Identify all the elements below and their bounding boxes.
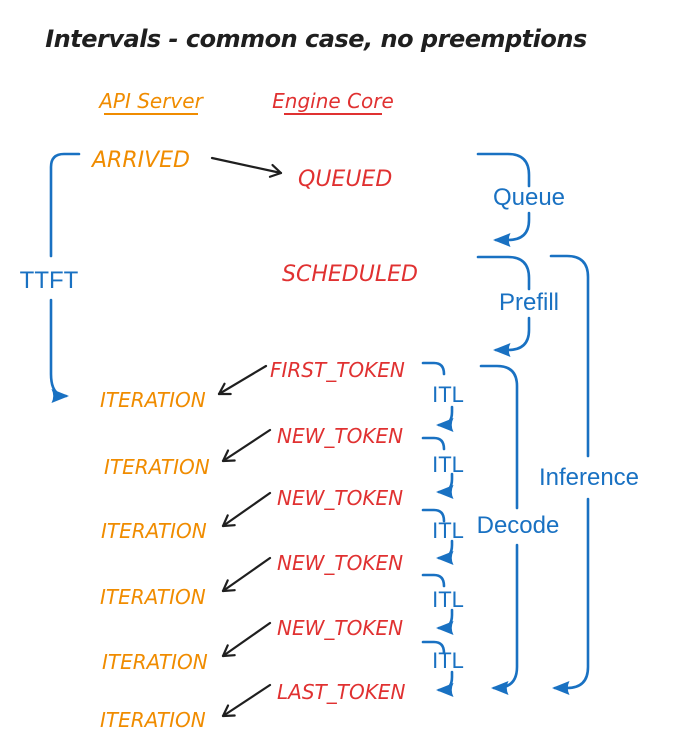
itl-bracket-bottom-5: [436, 670, 454, 697]
diagram-title: Intervals - common case, no preemptions: [45, 25, 587, 53]
event-iteration-5: ITERATION: [102, 650, 208, 674]
event-iteration-3: ITERATION: [101, 519, 207, 543]
queue-interval: Queue: [476, 152, 565, 247]
itl-label-2: ITL: [432, 452, 464, 477]
itl-bracket-bottom-1: [436, 405, 454, 432]
arrow-first-token-to-iteration: [217, 364, 268, 396]
event-new-token-4: NEW_TOKEN: [277, 616, 403, 640]
itl-label-4: ITL: [432, 587, 464, 612]
ttft-interval: TTFT: [20, 152, 81, 403]
black-arrows: [210, 156, 283, 718]
event-scheduled: SCHEDULED: [282, 262, 418, 287]
itl-bracket-bottom-2: [436, 472, 454, 499]
inference-bracket-top: [549, 254, 590, 458]
inference-interval: Inference: [539, 254, 639, 695]
itl-interval-1: ITL: [421, 361, 464, 432]
event-iteration-1: ITERATION: [100, 388, 206, 412]
arrow-arrived-to-queued: [210, 156, 283, 178]
decode-bracket-bottom: [491, 543, 519, 695]
itl-bracket-top-5: [421, 640, 446, 655]
prefill-label: Prefill: [499, 289, 559, 316]
itl-bracket-top-4: [421, 573, 446, 588]
event-iteration-6: ITERATION: [100, 708, 206, 732]
event-iteration-4: ITERATION: [100, 585, 206, 609]
inference-bracket-bottom: [552, 497, 590, 695]
event-first-token: FIRST_TOKEN: [270, 358, 405, 382]
itl-label-3: ITL: [432, 518, 464, 543]
engine-core-events: QUEUED SCHEDULED FIRST_TOKEN NEW_TOKEN N…: [270, 167, 418, 704]
queue-bracket-bottom: [493, 211, 531, 247]
prefill-bracket-bottom: [493, 316, 531, 357]
arrow-new-token-1-to-iteration: [221, 428, 272, 463]
arrow-new-token-3-to-iteration: [221, 556, 272, 593]
decode-bracket-top: [479, 364, 519, 510]
event-arrived: ARRIVED: [90, 148, 190, 173]
prefill-bracket-top: [476, 255, 531, 291]
queue-label: Queue: [493, 184, 565, 211]
arrow-new-token-4-to-iteration: [221, 621, 272, 658]
itl-bracket-bottom-3: [436, 539, 454, 565]
itl-label-5: ITL: [432, 648, 464, 673]
prefill-interval: Prefill: [476, 255, 559, 357]
api-server-header: API Server: [97, 89, 204, 113]
api-server-events: ARRIVED ITERATION ITERATION ITERATION IT…: [90, 148, 210, 732]
inference-label: Inference: [539, 464, 639, 491]
itl-bracket-top-1: [421, 361, 446, 376]
arrow-new-token-2-to-iteration: [221, 491, 272, 528]
ttft-label: TTFT: [20, 267, 79, 294]
event-new-token-3: NEW_TOKEN: [277, 551, 403, 575]
engine-core-header: Engine Core: [272, 89, 394, 113]
decode-interval: Decode: [477, 364, 560, 695]
itl-bracket-bottom-4: [436, 608, 454, 635]
ttft-bracket-bottom: [49, 298, 69, 403]
event-queued: QUEUED: [298, 167, 392, 192]
event-new-token-2: NEW_TOKEN: [277, 486, 403, 510]
itl-bracket-top-3: [421, 508, 446, 523]
itl-label-1: ITL: [432, 382, 464, 407]
ttft-bracket-top: [49, 152, 81, 258]
event-new-token-1: NEW_TOKEN: [277, 424, 403, 448]
column-headers: API Server Engine Core: [97, 89, 394, 115]
itl-bracket-top-2: [421, 436, 446, 451]
arrow-last-token-to-iteration: [221, 683, 272, 718]
itl-interval-5: ITL: [421, 640, 464, 697]
event-iteration-2: ITERATION: [104, 455, 210, 479]
event-last-token: LAST_TOKEN: [277, 680, 405, 704]
decode-label: Decode: [477, 512, 560, 539]
itl-interval-2: ITL: [421, 436, 464, 499]
itl-interval-3: ITL: [421, 508, 464, 565]
itl-interval-4: ITL: [421, 573, 464, 635]
queue-bracket-top: [476, 152, 531, 188]
